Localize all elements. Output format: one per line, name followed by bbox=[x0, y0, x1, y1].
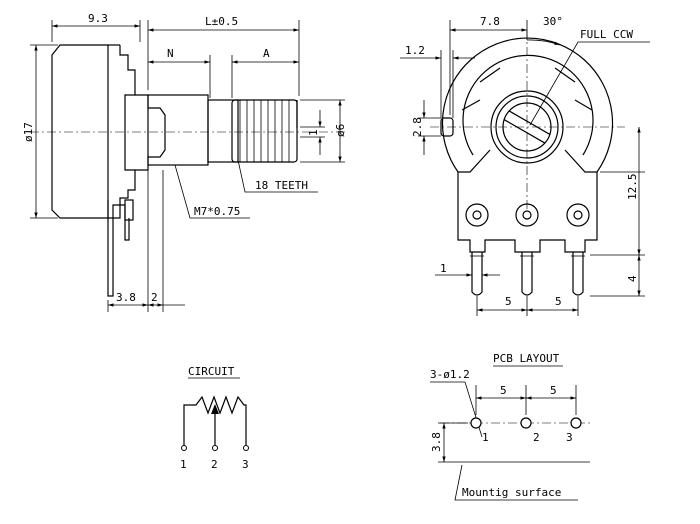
dim-pin-length: 4 bbox=[626, 275, 639, 282]
front-left-rib bbox=[461, 99, 481, 111]
dim-body-width: 9.3 bbox=[88, 12, 108, 25]
dim-length: L±0.5 bbox=[205, 15, 238, 28]
circuit-pin-2: 2 bbox=[211, 458, 218, 471]
pcb-title: PCB LAYOUT bbox=[493, 352, 560, 365]
circuit-wiper-arrow bbox=[211, 404, 219, 414]
side-terminal bbox=[107, 200, 130, 297]
dim-bushing: 2 bbox=[151, 291, 158, 304]
side-shaft-knurled bbox=[231, 99, 298, 163]
front-pin-2 bbox=[521, 252, 533, 296]
pcb-hole-2 bbox=[520, 417, 532, 429]
pcb-dim-offset: 3.8 bbox=[430, 432, 443, 452]
dim-tab: 1.2 bbox=[405, 44, 425, 57]
front-left-arm bbox=[458, 149, 491, 173]
dim-pitch-2: 5 bbox=[555, 295, 562, 308]
pcb-pitch-2: 5 bbox=[550, 384, 557, 397]
front-right-arm bbox=[564, 149, 597, 173]
label-thread: M7*0.75 bbox=[194, 205, 240, 218]
front-shaft-slot bbox=[503, 110, 551, 144]
front-base-plate bbox=[457, 172, 598, 253]
front-hole-2-inner bbox=[522, 210, 532, 220]
front-view: 7.8 30° FULL CCW 1.2 2.8 12.5 4 1 bbox=[400, 15, 650, 316]
dim-pitch-1: 5 bbox=[505, 295, 512, 308]
side-body-outline bbox=[51, 44, 109, 219]
label-full-ccw: FULL CCW bbox=[580, 28, 633, 41]
circuit-title: CIRCUIT bbox=[188, 365, 235, 378]
side-terminal-tab bbox=[124, 199, 134, 221]
front-hole-2-outer bbox=[515, 203, 539, 227]
dim-height: 12.5 bbox=[626, 174, 639, 201]
pcb-hole-3 bbox=[570, 417, 582, 429]
dim-n: N bbox=[167, 47, 174, 60]
front-shaft-inner bbox=[502, 102, 552, 152]
pcb-hole-spec: 3-ø1.2 bbox=[430, 368, 470, 381]
front-side-tab bbox=[440, 117, 454, 137]
label-teeth: 18 TEETH bbox=[255, 179, 308, 192]
front-hole-3-outer bbox=[566, 203, 590, 227]
dim-diameter-body: ø17 bbox=[22, 122, 35, 142]
front-hole-3-inner bbox=[573, 210, 583, 220]
side-body-bracket bbox=[108, 45, 136, 219]
dim-tab-height: 2.8 bbox=[411, 117, 424, 137]
dim-slot: 1 bbox=[307, 129, 320, 136]
circuit-pin-3: 3 bbox=[242, 458, 249, 471]
front-pin-1 bbox=[471, 252, 483, 296]
front-hole-1-inner bbox=[472, 210, 482, 220]
circuit-terminal-1 bbox=[181, 445, 187, 451]
pcb-layout: PCB LAYOUT 3-ø1.2 5 5 1 2 3 3.8 Mountig … bbox=[430, 352, 590, 501]
pcb-pin-2: 2 bbox=[533, 431, 540, 444]
front-shaft-mid bbox=[495, 95, 559, 159]
front-hole-1-outer bbox=[465, 203, 489, 227]
dim-angle: 30° bbox=[543, 15, 563, 28]
pcb-pin-1: 1 bbox=[482, 431, 489, 444]
circuit-resistor bbox=[183, 395, 247, 445]
dim-pin-offset: 3.8 bbox=[116, 291, 136, 304]
front-right-rib bbox=[574, 99, 593, 111]
circuit-diagram: CIRCUIT 1 2 3 bbox=[180, 365, 249, 471]
side-shaft-collar bbox=[207, 99, 239, 163]
pcb-pin-3: 3 bbox=[566, 431, 573, 444]
dim-diameter-shaft: ø6 bbox=[334, 124, 347, 137]
dim-front-width: 7.8 bbox=[480, 15, 500, 28]
side-knurl-lines bbox=[239, 100, 290, 162]
circuit-pin-1: 1 bbox=[180, 458, 187, 471]
side-thread bbox=[147, 94, 209, 166]
front-pin-3 bbox=[572, 252, 584, 296]
dim-a: A bbox=[263, 47, 270, 60]
front-shaft-outer bbox=[490, 90, 564, 164]
pcb-mounting-surface: Mountig surface bbox=[462, 486, 561, 499]
circuit-terminal-2 bbox=[212, 445, 218, 451]
dim-pin-thickness: 1 bbox=[440, 262, 447, 275]
pcb-hole-1 bbox=[470, 417, 482, 429]
front-right-rib-2 bbox=[554, 67, 576, 83]
side-bushing bbox=[135, 94, 166, 171]
front-inner-ring bbox=[462, 54, 594, 156]
circuit-terminal-3 bbox=[243, 445, 249, 451]
pcb-pitch-1: 5 bbox=[500, 384, 507, 397]
side-view: 9.3 L±0.5 N A ø17 ø6 1 18 TEETH bbox=[22, 12, 347, 312]
front-left-rib-2 bbox=[479, 67, 501, 83]
